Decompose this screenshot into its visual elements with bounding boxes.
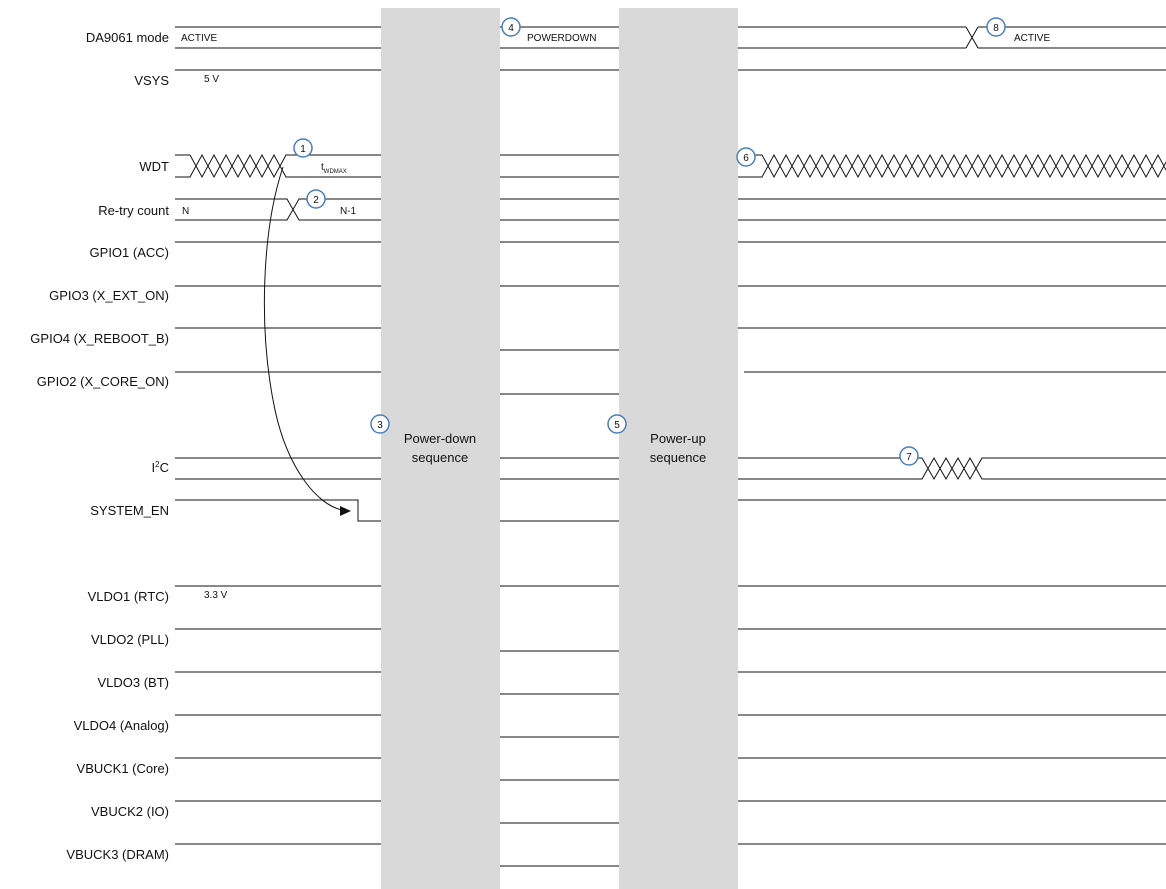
waveform-i2c — [175, 456, 1166, 481]
powerup-label-line2: sequence — [650, 450, 706, 465]
signal-label-gpio1: GPIO1 (ACC) — [90, 245, 169, 260]
signal-label-vldo4: VLDO4 (Analog) — [74, 718, 169, 733]
retry-n-label: N — [182, 206, 189, 217]
marker-1-number: 1 — [300, 144, 306, 155]
powerdown-phase-band — [381, 8, 500, 889]
signal-label-vldo1: VLDO1 (RTC) — [88, 589, 169, 604]
powerdown-label-line2: sequence — [412, 450, 468, 465]
marker-7: 7 — [899, 446, 919, 466]
marker-3-number: 3 — [377, 420, 383, 431]
signal-label-retry: Re-try count — [98, 203, 169, 218]
waveform-vldo2 — [175, 628, 1166, 652]
signal-label-vbuck2: VBUCK2 (IO) — [91, 804, 169, 819]
wdt-active-crossings — [738, 153, 1166, 179]
marker-8-number: 8 — [993, 23, 999, 34]
marker-6-number: 6 — [743, 153, 749, 164]
mode-active-1-label: ACTIVE — [181, 33, 217, 44]
signal-label-vbuck1: VBUCK1 (Core) — [77, 761, 169, 776]
waveform-vbuck3 — [175, 843, 1166, 867]
retry-n1-label: N-1 — [340, 206, 357, 217]
wdt-sub: WDMAX — [324, 169, 347, 175]
vsys-value: 5 V — [204, 74, 219, 85]
marker-4-number: 4 — [508, 23, 514, 34]
waveform-gpio2 — [175, 371, 1166, 395]
signal-label-gpio3: GPIO3 (X_EXT_ON) — [49, 288, 169, 303]
marker-7-number: 7 — [906, 452, 912, 463]
vldo1-value: 3.3 V — [204, 590, 228, 601]
wdt-to-system-en-arrow — [263, 166, 343, 511]
marker-5-number: 5 — [614, 420, 620, 431]
signal-label-i2c: I2C — [152, 460, 169, 475]
waveforms — [175, 26, 1166, 867]
signal-label-vsys: VSYS — [134, 73, 169, 88]
signal-label-gpio2: GPIO2 (X_CORE_ON) — [37, 374, 169, 389]
signal-label-vbuck3: VBUCK3 (DRAM) — [66, 847, 169, 862]
wdt-t: t — [321, 162, 324, 173]
waveform-vbuck2 — [175, 800, 1166, 824]
marker-3: 3 — [370, 414, 390, 434]
mode-active-2-label: ACTIVE — [1014, 33, 1050, 44]
powerup-phase-band — [619, 8, 738, 889]
mode-powerdown-label: POWERDOWN — [527, 33, 596, 44]
arrowhead — [340, 506, 351, 516]
signal-label-mode: DA9061 mode — [86, 30, 169, 45]
powerup-label-line1: Power-up — [650, 431, 706, 446]
wdt-timeout-label: tWDMAX — [321, 162, 347, 175]
i2c-label-i: I — [152, 460, 156, 475]
signal-label-gpio4: GPIO4 (X_REBOOT_B) — [30, 331, 169, 346]
waveform-gpio4 — [175, 327, 1166, 351]
i2c-label-sup: 2 — [155, 460, 160, 469]
waveform-retry — [175, 198, 1166, 221]
signal-label-vldo2: VLDO2 (PLL) — [91, 632, 169, 647]
marker-5: 5 — [607, 414, 627, 434]
waveform-vldo4 — [175, 714, 1166, 738]
marker-2: 2 — [306, 189, 326, 209]
marker-2-number: 2 — [313, 195, 319, 206]
marker-8: 8 — [986, 17, 1006, 37]
i2c-label-c: C — [160, 460, 169, 475]
signal-label-system-en: SYSTEM_EN — [90, 503, 169, 518]
marker-1: 1 — [293, 138, 313, 158]
signal-label-wdt: WDT — [139, 159, 169, 174]
marker-6: 6 — [736, 147, 756, 167]
waveform-system-en — [175, 499, 1166, 522]
waveform-vldo3 — [175, 671, 1166, 695]
signal-label-vldo3: VLDO3 (BT) — [97, 675, 169, 690]
marker-4: 4 — [501, 17, 521, 37]
waveform-vbuck1 — [175, 757, 1166, 781]
powerdown-label-line1: Power-down — [404, 431, 476, 446]
